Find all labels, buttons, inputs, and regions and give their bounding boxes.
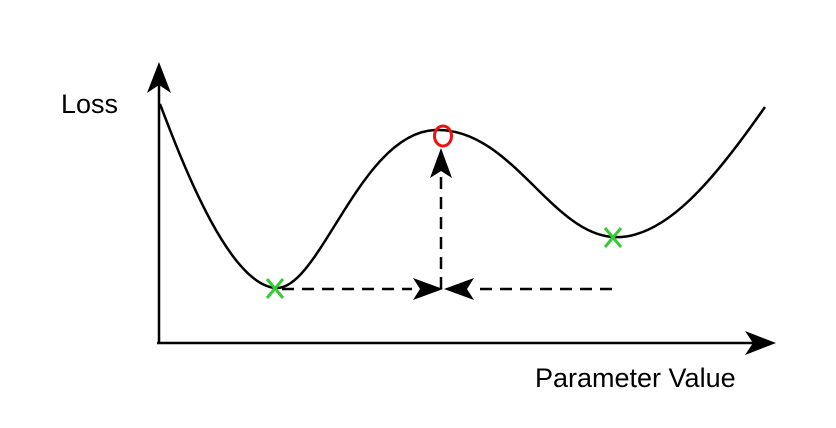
left-dashed-arrow (282, 278, 443, 300)
right-dashed-arrow (444, 278, 612, 300)
local-minimum-marker (603, 227, 623, 248)
y-axis (147, 62, 171, 344)
local-maximum-marker (433, 124, 453, 148)
x-axis (157, 331, 776, 355)
loss-curve (158, 103, 767, 290)
left-dashed-arrowhead (413, 278, 443, 300)
up-dashed-arrow (430, 148, 452, 289)
y-axis-label: Loss (61, 89, 118, 119)
up-dashed-arrowhead (430, 148, 452, 178)
right-dashed-arrowhead (444, 278, 474, 300)
global-minimum-marker (265, 278, 285, 299)
x-axis-arrowhead (745, 331, 776, 355)
x-axis-label: Parameter Value (535, 363, 736, 393)
y-axis-arrowhead (147, 62, 171, 93)
